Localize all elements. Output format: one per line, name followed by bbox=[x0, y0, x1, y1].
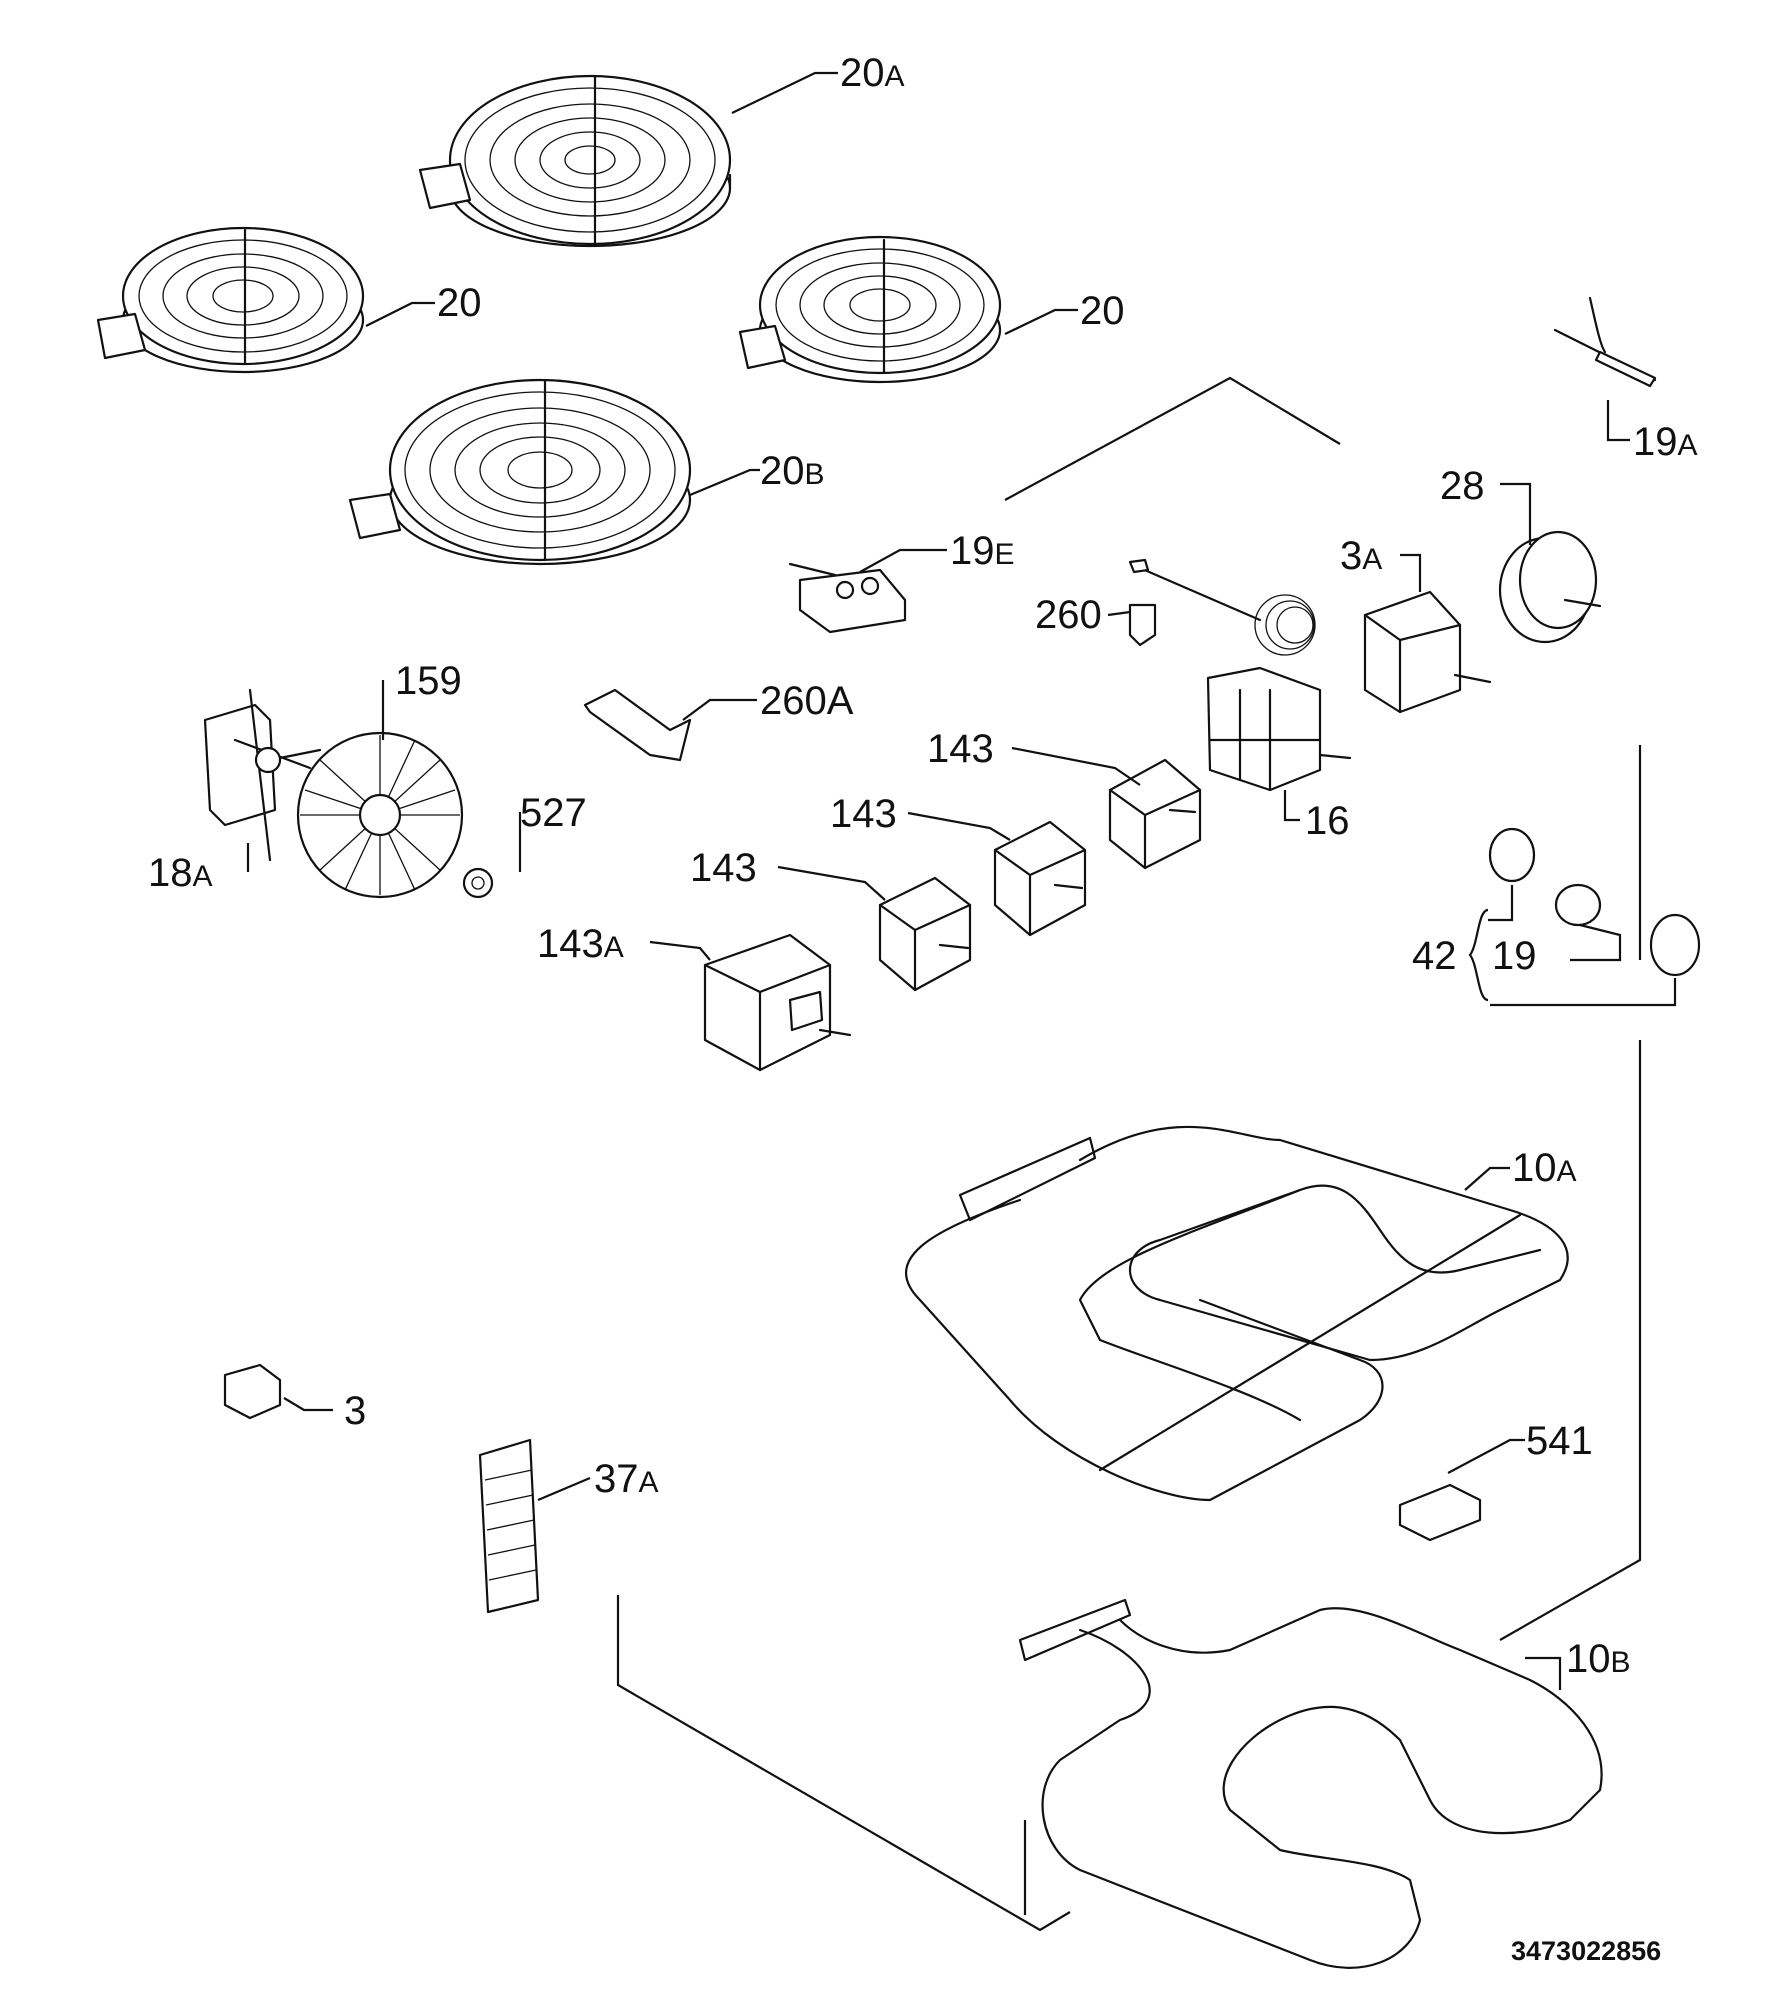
callout-10a: 10A bbox=[1512, 1146, 1577, 1190]
bracket-260a bbox=[583, 688, 692, 762]
callout-28: 28 bbox=[1440, 464, 1485, 508]
callout-37a: 37A bbox=[594, 1457, 659, 1501]
switch-3 bbox=[223, 1363, 282, 1420]
leader-lines bbox=[246, 71, 1630, 1690]
callout-19e: 19E bbox=[950, 529, 1015, 573]
nut-527 bbox=[462, 867, 494, 899]
fan-motor-18a bbox=[203, 688, 322, 862]
terminal-19e bbox=[788, 562, 907, 634]
callout-20b: 20B bbox=[760, 449, 825, 493]
terminal-block-37a bbox=[478, 1438, 540, 1614]
callout-20-left: 20 bbox=[437, 281, 482, 325]
callout-16: 16 bbox=[1305, 799, 1350, 843]
switch-143-lower bbox=[878, 876, 972, 992]
hotplate-20-right bbox=[738, 235, 1002, 384]
callout-19: 19 bbox=[1492, 934, 1537, 978]
callout-20a: 20A bbox=[840, 51, 905, 95]
hotplate-20b bbox=[348, 378, 692, 566]
callout-527: 527 bbox=[520, 791, 587, 835]
callout-10b: 10B bbox=[1566, 1637, 1631, 1681]
selector-switch-16 bbox=[1206, 666, 1352, 792]
clip-260 bbox=[1128, 603, 1157, 647]
knob-28 bbox=[1498, 530, 1602, 644]
callout-143-lower: 143 bbox=[690, 846, 757, 890]
probe-19a bbox=[1553, 296, 1657, 388]
hotplate-20-left bbox=[96, 226, 365, 374]
thermal-cutout-541 bbox=[1398, 1483, 1482, 1542]
callout-143-top: 143 bbox=[927, 727, 994, 771]
switch-143a bbox=[703, 933, 852, 1072]
callout-159: 159 bbox=[395, 659, 462, 703]
callout-260: 260 bbox=[1035, 593, 1102, 637]
switch-143-top bbox=[1108, 758, 1202, 870]
callout-143a: 143A bbox=[537, 922, 624, 966]
callout-3a: 3A bbox=[1340, 534, 1382, 578]
callout-20-right: 20 bbox=[1080, 289, 1125, 333]
callout-42: 42 bbox=[1412, 934, 1457, 978]
callout-541: 541 bbox=[1526, 1419, 1593, 1463]
heating-element-10a bbox=[905, 1125, 1569, 1502]
thermostat-3a bbox=[1128, 558, 1492, 714]
callout-260a: 260A bbox=[760, 679, 854, 723]
heating-element-10b bbox=[1018, 1598, 1603, 1969]
fan-blade-159 bbox=[296, 731, 464, 899]
document-number: 3473022856 bbox=[1511, 1936, 1661, 1966]
callouts: 20A 20 20 20B 19A 28 3A 19E 260 159 260A… bbox=[148, 51, 1698, 1681]
callout-18a: 18A bbox=[148, 851, 213, 895]
switch-143-middle bbox=[993, 820, 1087, 937]
callout-143-middle: 143 bbox=[830, 792, 897, 836]
lamp-assembly-42 bbox=[1468, 827, 1701, 1007]
callout-3: 3 bbox=[344, 1389, 366, 1433]
assembly-frame-lines bbox=[616, 376, 1642, 1932]
hotplate-20a bbox=[418, 74, 732, 248]
callout-19a: 19A bbox=[1633, 420, 1698, 464]
